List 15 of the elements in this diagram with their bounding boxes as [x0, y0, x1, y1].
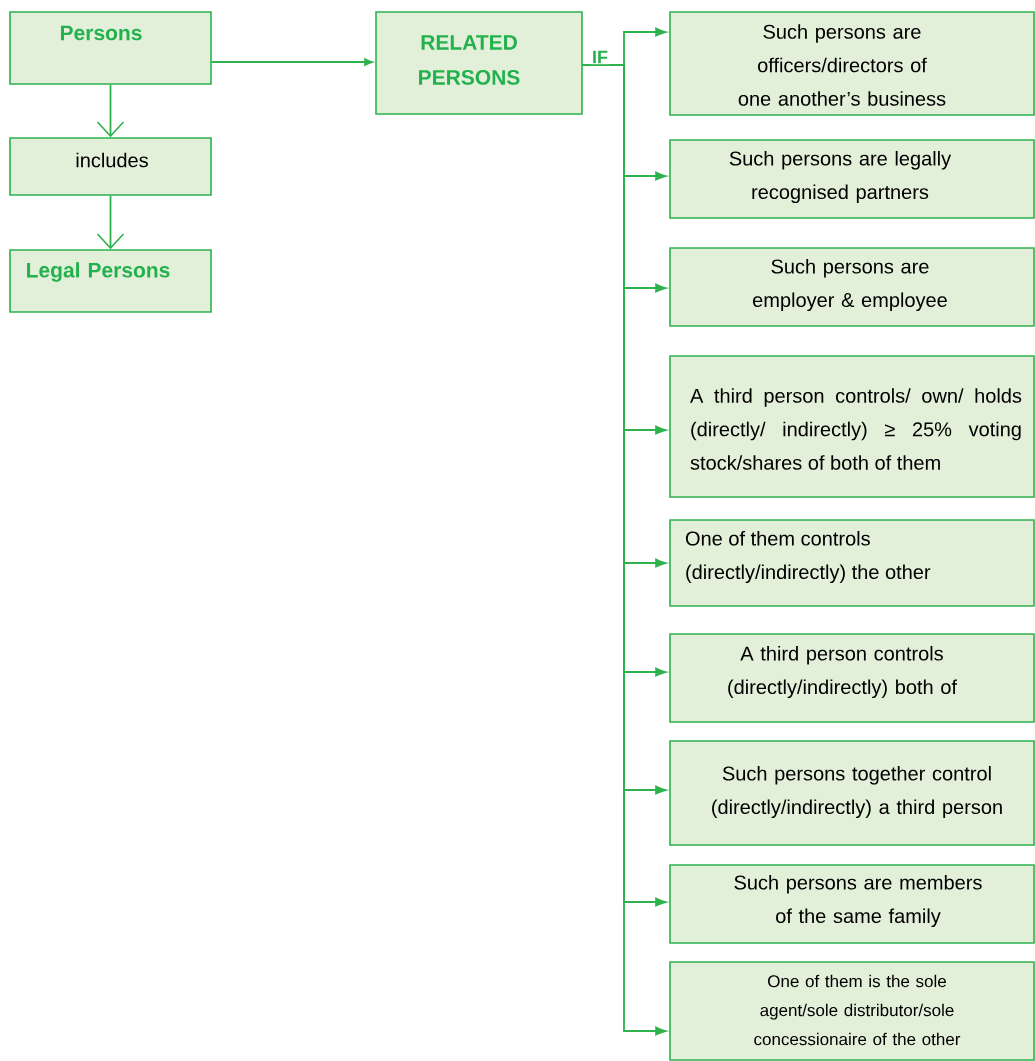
- process-box: One of them controls (directly/indirectly) the other: [669, 519, 1035, 607]
- process-box: A third person controls/ own/ holds (directly/ indirectly) ≥ 25% voting stock/shares of both of them: [669, 355, 1035, 498]
- process-box: Such persons are legally recognised partners: [669, 139, 1035, 219]
- process-box: Persons: [9, 11, 212, 85]
- process-box: One of them is the sole agent/sole distributor/sole concessionaire of the other: [669, 961, 1035, 1061]
- process-box: RELATED PERSONS: [375, 11, 583, 115]
- edge-label: IF: [591, 49, 609, 65]
- arrow: [210, 58, 373, 66]
- process-box: includes: [9, 137, 212, 196]
- process-box: Such persons together control (directly/indirectly) a third person: [669, 740, 1035, 846]
- process-box: Such persons are members of the same family: [669, 864, 1035, 944]
- process-box: Legal Persons: [9, 249, 212, 313]
- process-box: Such persons are officers/directors of one another’s business: [669, 11, 1035, 116]
- process-box: Such persons are employer & employee: [669, 247, 1035, 327]
- process-box: A third person controls (directly/indirectly) both of: [669, 633, 1035, 723]
